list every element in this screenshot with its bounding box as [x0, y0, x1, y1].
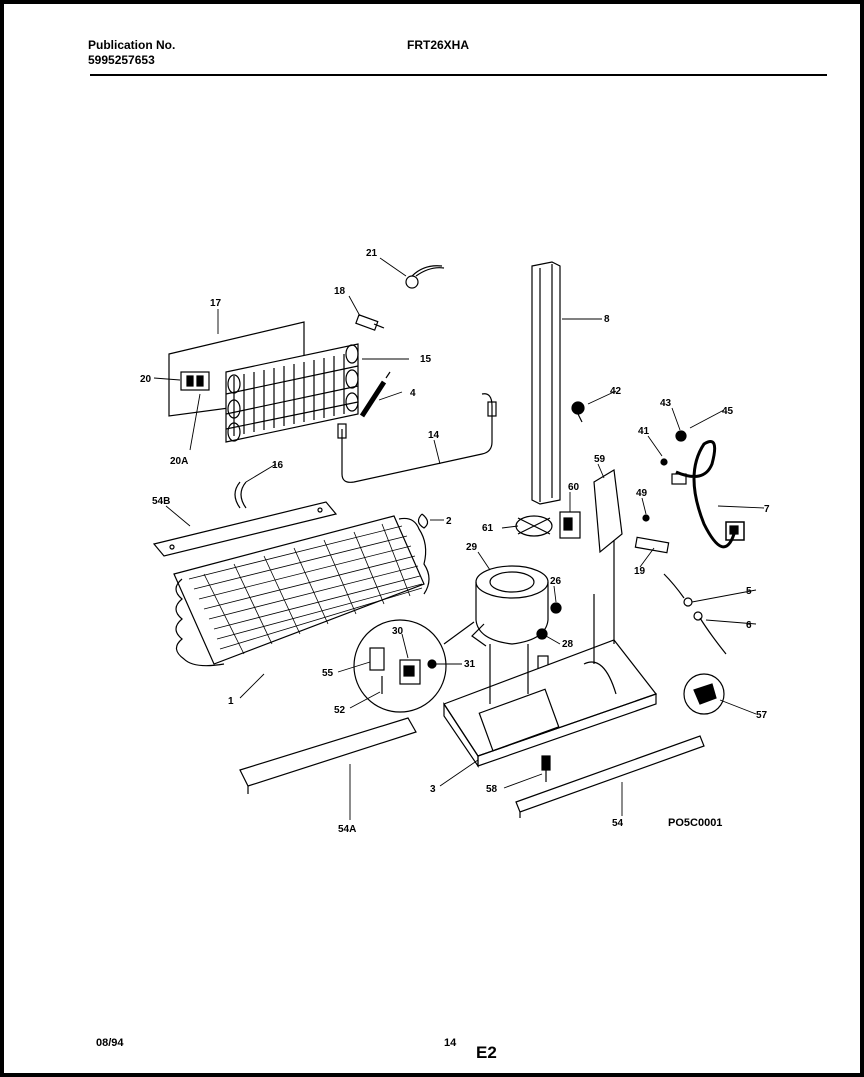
callout-15: 15 [420, 354, 432, 365]
callout-57: 57 [756, 710, 768, 721]
part-54A-rail [239, 717, 417, 794]
part-3-base-pan [443, 540, 657, 768]
footer-section: E2 [476, 1043, 497, 1062]
part-60-fan-motor [559, 511, 581, 539]
callout-16: 16 [272, 460, 284, 471]
callout-5: 5 [746, 586, 752, 597]
callout-7: 7 [764, 504, 770, 515]
part-58-screw [541, 755, 551, 782]
leader-lines [153, 257, 765, 820]
exploded-parts-diagram: 21 18 17 15 20 4 20A 14 16 8 42 43 45 41… [140, 248, 770, 835]
callout-54A: 54A [338, 824, 356, 835]
callout-58: 58 [486, 784, 498, 795]
callout-43: 43 [660, 398, 672, 409]
callout-52: 52 [334, 705, 346, 716]
part-57-foot [683, 673, 725, 715]
part-59-fan-bracket [593, 469, 623, 554]
callout-41: 41 [638, 426, 650, 437]
part-41-screw [660, 458, 668, 466]
callout-4: 4 [410, 388, 416, 399]
callout-18: 18 [334, 286, 346, 297]
part-49-screw [642, 514, 650, 522]
callout-29: 29 [466, 542, 478, 553]
callout-42: 42 [610, 386, 622, 397]
model-number: FRT26XHA [407, 38, 470, 52]
relay-detail-callout [353, 619, 475, 713]
part-61-fan-blade [515, 515, 553, 537]
callout-59: 59 [594, 454, 606, 465]
callout-30: 30 [392, 626, 404, 637]
part-1-evaporator [173, 515, 430, 667]
part-26-grommet [550, 602, 562, 614]
part-7-power-cord [671, 440, 745, 549]
callout-2: 2 [446, 516, 452, 527]
part-16-clip [234, 481, 247, 509]
part-20-bracket [180, 371, 210, 391]
callout-14: 14 [428, 430, 440, 441]
part-21-sensor [405, 265, 445, 289]
part-8-channel [531, 261, 561, 505]
footer-date: 08/94 [96, 1037, 124, 1049]
figure-code: PO5C0001 [668, 817, 722, 829]
callout-28: 28 [562, 639, 574, 650]
callout-6: 6 [746, 620, 752, 631]
part-54B-bracket [152, 501, 338, 557]
publication-number: 5995257653 [88, 53, 155, 67]
callout-54B: 54B [152, 496, 170, 507]
callout-3: 3 [430, 784, 436, 795]
part-28-grommet [536, 628, 549, 671]
parts-diagram-page: Publication No. 5995257653 FRT26XHA [4, 4, 860, 1073]
callout-26: 26 [550, 576, 562, 587]
callout-20A: 20A [170, 456, 188, 467]
footer-page: 14 [444, 1037, 457, 1049]
callout-20: 20 [140, 374, 152, 385]
callout-19: 19 [634, 566, 646, 577]
callout-55: 55 [322, 668, 334, 679]
part-14-tube [337, 393, 497, 483]
callout-49: 49 [636, 488, 648, 499]
part-19-tube [634, 536, 670, 554]
callout-54: 54 [612, 818, 624, 829]
part-42-screw [571, 401, 585, 423]
part-43-grommet [675, 430, 687, 442]
part-18-clip [355, 314, 385, 331]
part-4-drier [359, 371, 391, 418]
part-2-clip [417, 513, 429, 529]
callout-1: 1 [228, 696, 234, 707]
callout-31: 31 [464, 659, 476, 670]
part-54-rail [515, 735, 705, 818]
callout-8: 8 [604, 314, 610, 325]
callout-61: 61 [482, 523, 494, 534]
callout-17: 17 [210, 298, 222, 309]
callout-60: 60 [568, 482, 580, 493]
part-29-compressor [471, 565, 549, 647]
callout-21: 21 [366, 248, 378, 259]
part-15-condenser-coil [225, 343, 359, 443]
part-5-wire [663, 573, 693, 607]
publication-label: Publication No. [88, 38, 176, 52]
header-rule [90, 74, 827, 76]
part-6-wire [693, 611, 727, 655]
callout-45: 45 [722, 406, 734, 417]
callout-labels: 21 18 17 15 20 4 20A 14 16 8 42 43 45 41… [140, 248, 770, 835]
